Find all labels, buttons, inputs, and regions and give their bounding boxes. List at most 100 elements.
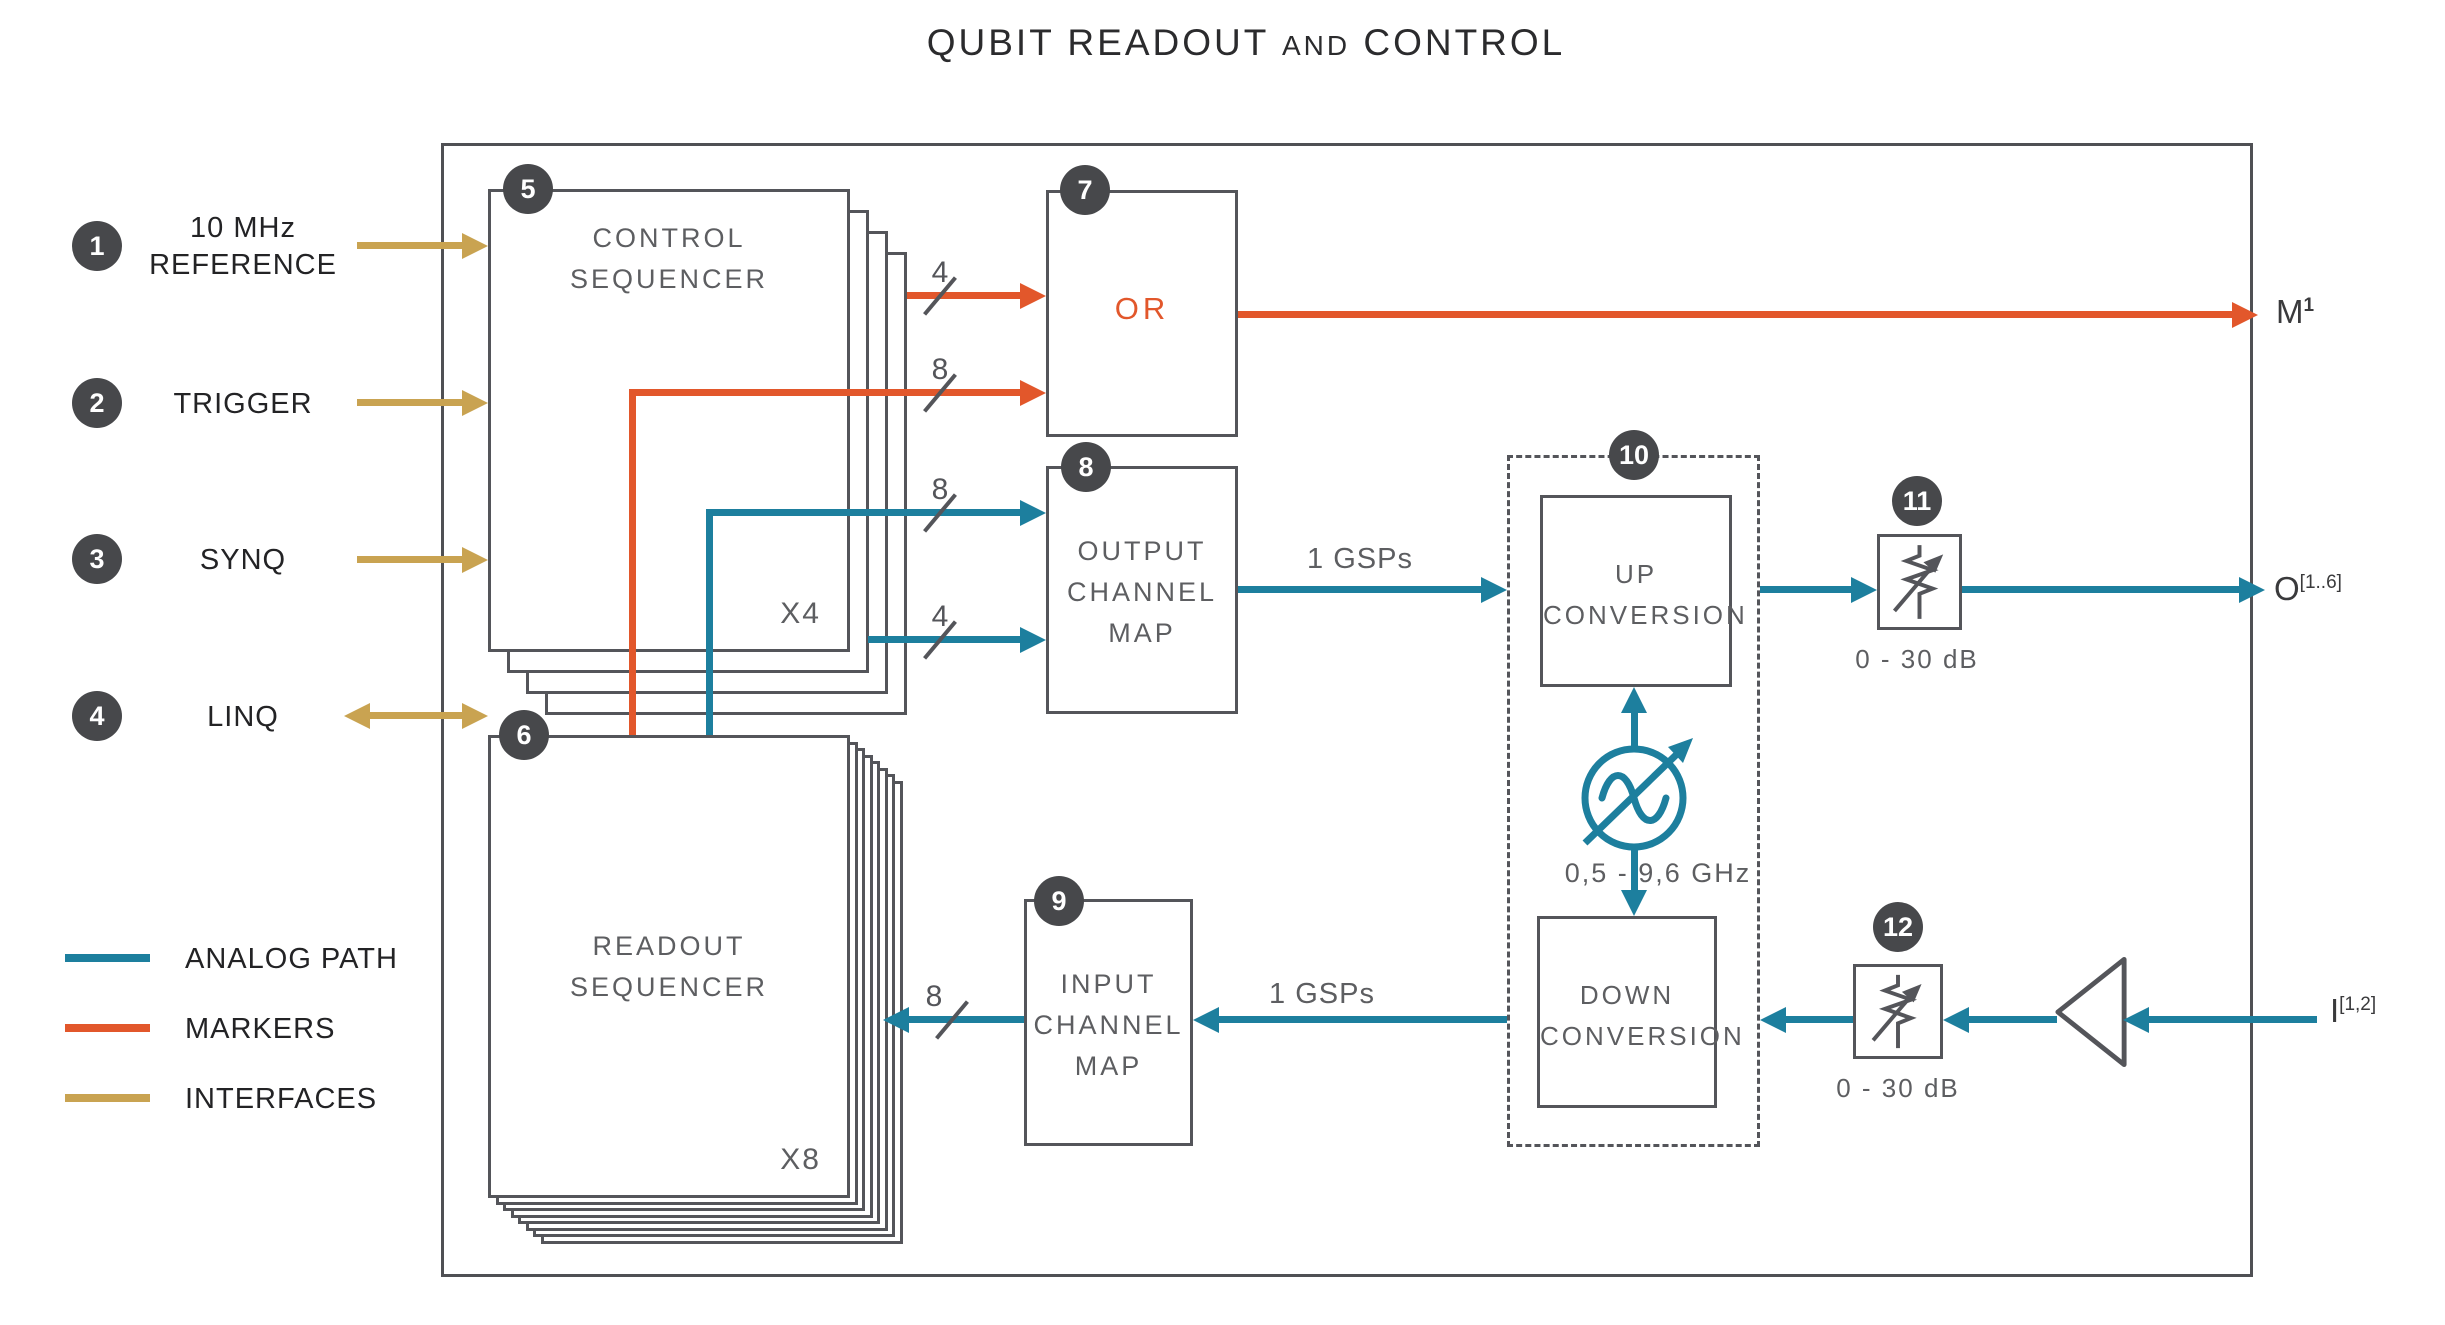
title-part2: CONTROL [1363,22,1566,63]
output-channel-map-box: OUTPUT CHANNEL MAP [1046,466,1238,714]
or-label: OR [1114,291,1170,326]
reference-label-line1: 10 MHz [190,212,296,244]
output-map-line2: CHANNEL [1066,577,1218,607]
port-m-sup: 1 [2303,295,2315,316]
lo-to-down-arrowhead [1621,890,1647,916]
marker-bus-readout-vertical [629,389,636,735]
output-map-line1: OUTPUT [1077,536,1207,566]
downconversion-to-map-line [1219,1016,1507,1023]
amplifier-to-attenuator-arrowhead [1943,1007,1969,1033]
input-port-line [2149,1016,2317,1023]
analog-bus-readout-to-map [706,509,1020,516]
port-i-sup: [1,2] [2339,994,2377,1015]
port-o-sup: [1..6] [2299,572,2342,593]
analog-output-arrowhead [2239,577,2265,603]
input-channel-map-label: INPUT CHANNEL MAP [1027,964,1190,1087]
lo-range-label: 0,5 - 9,6 GHz [1564,858,1752,888]
trigger-arrowhead [462,390,488,416]
output-rate-label: 1 GSPs [1307,543,1413,575]
legend-analog-label: ANALOG PATH [185,943,398,975]
legend-interfaces-label: INTERFACES [185,1083,378,1115]
attenuator-to-downconversion-line [1786,1016,1853,1023]
input-attenuator-badge: 12 [1873,902,1923,952]
title-part1: QUBIT READOUT [926,22,1269,63]
linq-arrow-line [370,712,464,719]
lo-to-down-line [1631,848,1638,890]
bus-label-or4: 4 [931,256,949,289]
linq-label: LINQ [207,701,279,733]
input-rate-label: 1 GSPs [1269,978,1375,1010]
trigger-arrow-line [357,399,464,406]
marker-output-arrowhead [2232,302,2258,328]
output-channel-map-label: OUTPUT CHANNEL MAP [1049,531,1235,654]
synq-arrowhead [462,547,488,573]
analog-bus-readout-arrowhead [1020,500,1046,526]
marker-output-line [1238,311,2232,318]
variable-attenuator-icon [1871,974,1922,1049]
analog-bus-readout-vertical [706,509,713,735]
analog-bus-control-to-map [868,636,1020,643]
lo-to-up-arrowhead [1621,687,1647,713]
amplifier-to-attenuator-line [1969,1016,2057,1023]
downconversion-to-map-arrowhead [1193,1007,1219,1033]
input-attenuator-box [1853,964,1943,1059]
or-box: OR [1046,190,1238,437]
legend-markers-swatch [65,1024,150,1032]
marker-bus-readout-arrowhead [1020,380,1046,406]
lo-to-up-line [1631,713,1638,748]
amplifier-icon [2055,956,2127,1068]
marker-bus-readout-to-or [629,389,1020,396]
reference-label-line2: REFERENCE [149,249,337,281]
control-sequencer-line2: SEQUENCER [569,264,769,294]
input-attenuation-range: 0 - 30 dB [1836,1073,1960,1103]
port-i-letter: I [2330,992,2340,1029]
input-1-badge: 1 [72,221,122,271]
legend-interfaces-swatch [65,1094,150,1102]
input-channel-map-box: INPUT CHANNEL MAP [1024,899,1193,1146]
input-2-badge: 2 [72,378,122,428]
up-conversion-line1: UP [1614,559,1658,589]
conversion-stage-badge: 10 [1609,430,1659,480]
output-attenuator-box [1877,534,1962,630]
trigger-label: TRIGGER [173,388,313,420]
output-map-line3: MAP [1108,618,1176,648]
port-m-letter: M [2276,293,2304,330]
port-o-letter: O [2274,570,2300,607]
main-frame [441,143,2253,1277]
synq-label: SYNQ [199,544,287,576]
down-conversion-label: DOWN CONVERSION [1540,975,1742,1057]
down-conversion-line1: DOWN [1579,980,1675,1010]
port-m-label: M1 [2276,293,2314,331]
attenuator-to-downconversion-arrowhead [1760,1007,1786,1033]
readout-sequencer-badge: 6 [499,710,549,760]
control-sequencer-box: CONTROL SEQUENCER X4 [488,189,850,652]
linq-arrowhead-left [344,703,370,729]
bus-label-or8: 8 [931,353,949,386]
up-conversion-box: UP CONVERSION [1540,495,1748,687]
up-conversion-line2: CONVERSION [1543,600,1748,630]
control-sequencer-badge: 5 [503,164,553,214]
down-conversion-box: DOWN CONVERSION [1537,916,1742,1108]
input-map-line1: INPUT [1060,969,1157,999]
legend-analog-swatch [65,954,150,962]
bus-label-in8: 8 [925,980,943,1013]
readout-sequencer-label: READOUT SEQUENCER [491,926,847,1008]
readout-sequencer-line1: READOUT [592,931,746,961]
control-multiplier-label: X4 [780,597,821,630]
or-badge: 7 [1060,165,1110,215]
reference-arrowhead [462,233,488,259]
analog-output-line [1962,586,2239,593]
upconversion-to-attenuator-arrowhead [1851,577,1877,603]
bus-label-map4: 4 [931,600,949,633]
synq-arrow-line [357,556,464,563]
control-sequencer-line1: CONTROL [592,223,746,253]
port-o-label: O[1..6] [2274,570,2342,608]
map-to-readout-line [909,1016,1024,1023]
map-to-readout-arrowhead [883,1007,909,1033]
input-4-badge: 4 [72,691,122,741]
output-attenuation-range: 0 - 30 dB [1855,644,1979,674]
reference-arrow-line [357,242,464,249]
analog-bus-control-arrowhead [1020,627,1046,653]
local-oscillator-icon [1581,738,1693,851]
